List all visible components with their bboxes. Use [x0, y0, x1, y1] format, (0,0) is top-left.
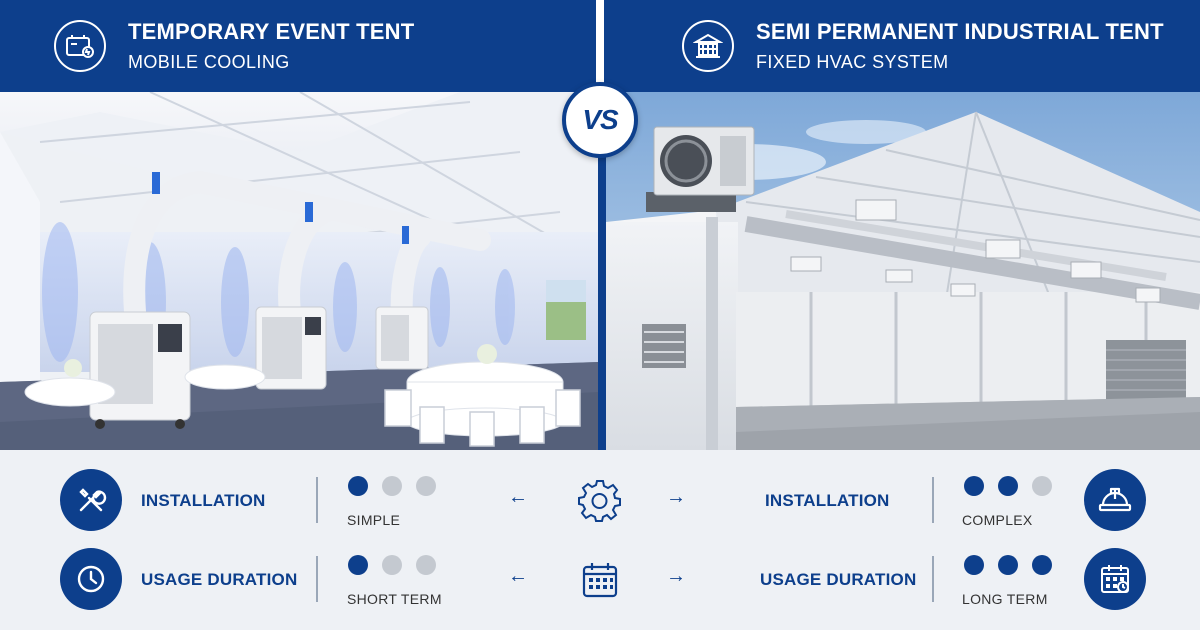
level-dot-filled [964, 476, 984, 496]
level-dot-filled [1032, 555, 1052, 575]
right-installation-value: COMPLEX [962, 512, 1033, 528]
vs-label: VS [582, 104, 618, 135]
level-dot-empty [382, 476, 402, 496]
arrow-left-icon: ← [508, 486, 528, 508]
calendar-grid-icon [1084, 548, 1146, 610]
event-tent-photo [0, 92, 598, 450]
right-installation-label: INSTALLATION [765, 491, 890, 510]
arrow-right-icon: → [666, 565, 686, 587]
level-dot-empty [416, 555, 436, 575]
right-usage-duration-value: LONG TERM [962, 591, 1048, 607]
right-subtitle: FIXED HVAC SYSTEM [756, 52, 949, 72]
level-dot-empty [382, 555, 402, 575]
right-usage-duration-level [964, 555, 1066, 575]
left-subtitle: MOBILE COOLING [128, 52, 290, 72]
level-dot-filled [348, 555, 368, 575]
level-dot-filled [998, 555, 1018, 575]
left-usage-duration-label: USAGE DURATION [141, 570, 298, 589]
level-dot-empty [416, 476, 436, 496]
level-dot-filled [964, 555, 984, 575]
separator-line [932, 556, 934, 602]
left-usage-duration-value: SHORT TERM [347, 591, 442, 607]
hard-hat-icon [1084, 469, 1146, 531]
left-installation-value: SIMPLE [347, 512, 401, 528]
left-header: TEMPORARY EVENT TENT MOBILE COOLING [0, 0, 596, 92]
arrow-right-icon: → [666, 486, 686, 508]
level-dot-filled [348, 476, 368, 496]
right-usage-duration-label: USAGE DURATION [760, 570, 917, 589]
level-dot-filled [998, 476, 1018, 496]
level-dot-empty [1032, 476, 1052, 496]
left-title: TEMPORARY EVENT TENT [128, 19, 415, 44]
left-usage-duration-level [348, 555, 450, 575]
battery-ac-icon [54, 20, 106, 72]
wrench-screwdriver-icon [60, 469, 122, 531]
photo-divider [598, 92, 606, 450]
separator-line [316, 477, 318, 523]
header-divider [596, 0, 604, 92]
comparison-panel: INSTALLATION SIMPLE ← → INSTALLATION COM… [0, 450, 1200, 630]
right-header: SEMI PERMANENT INDUSTRIAL TENT FIXED HVA… [604, 0, 1200, 92]
industrial-tent-photo [606, 92, 1200, 450]
vs-badge: VS [562, 82, 638, 158]
separator-line [316, 556, 318, 602]
left-installation-label: INSTALLATION [141, 491, 266, 510]
comparison-row-usage-duration: USAGE DURATION SHORT TERM ← → USAGE DURA… [0, 539, 1200, 619]
clock-icon [60, 548, 122, 610]
right-installation-level [964, 476, 1066, 496]
arrow-left-icon: ← [508, 565, 528, 587]
left-installation-level [348, 476, 450, 496]
gear-icon [577, 478, 623, 524]
right-title: SEMI PERMANENT INDUSTRIAL TENT [756, 19, 1164, 44]
calendar-icon [577, 557, 623, 603]
warehouse-icon [682, 20, 734, 72]
separator-line [932, 477, 934, 523]
comparison-row-installation: INSTALLATION SIMPLE ← → INSTALLATION COM… [0, 460, 1200, 540]
